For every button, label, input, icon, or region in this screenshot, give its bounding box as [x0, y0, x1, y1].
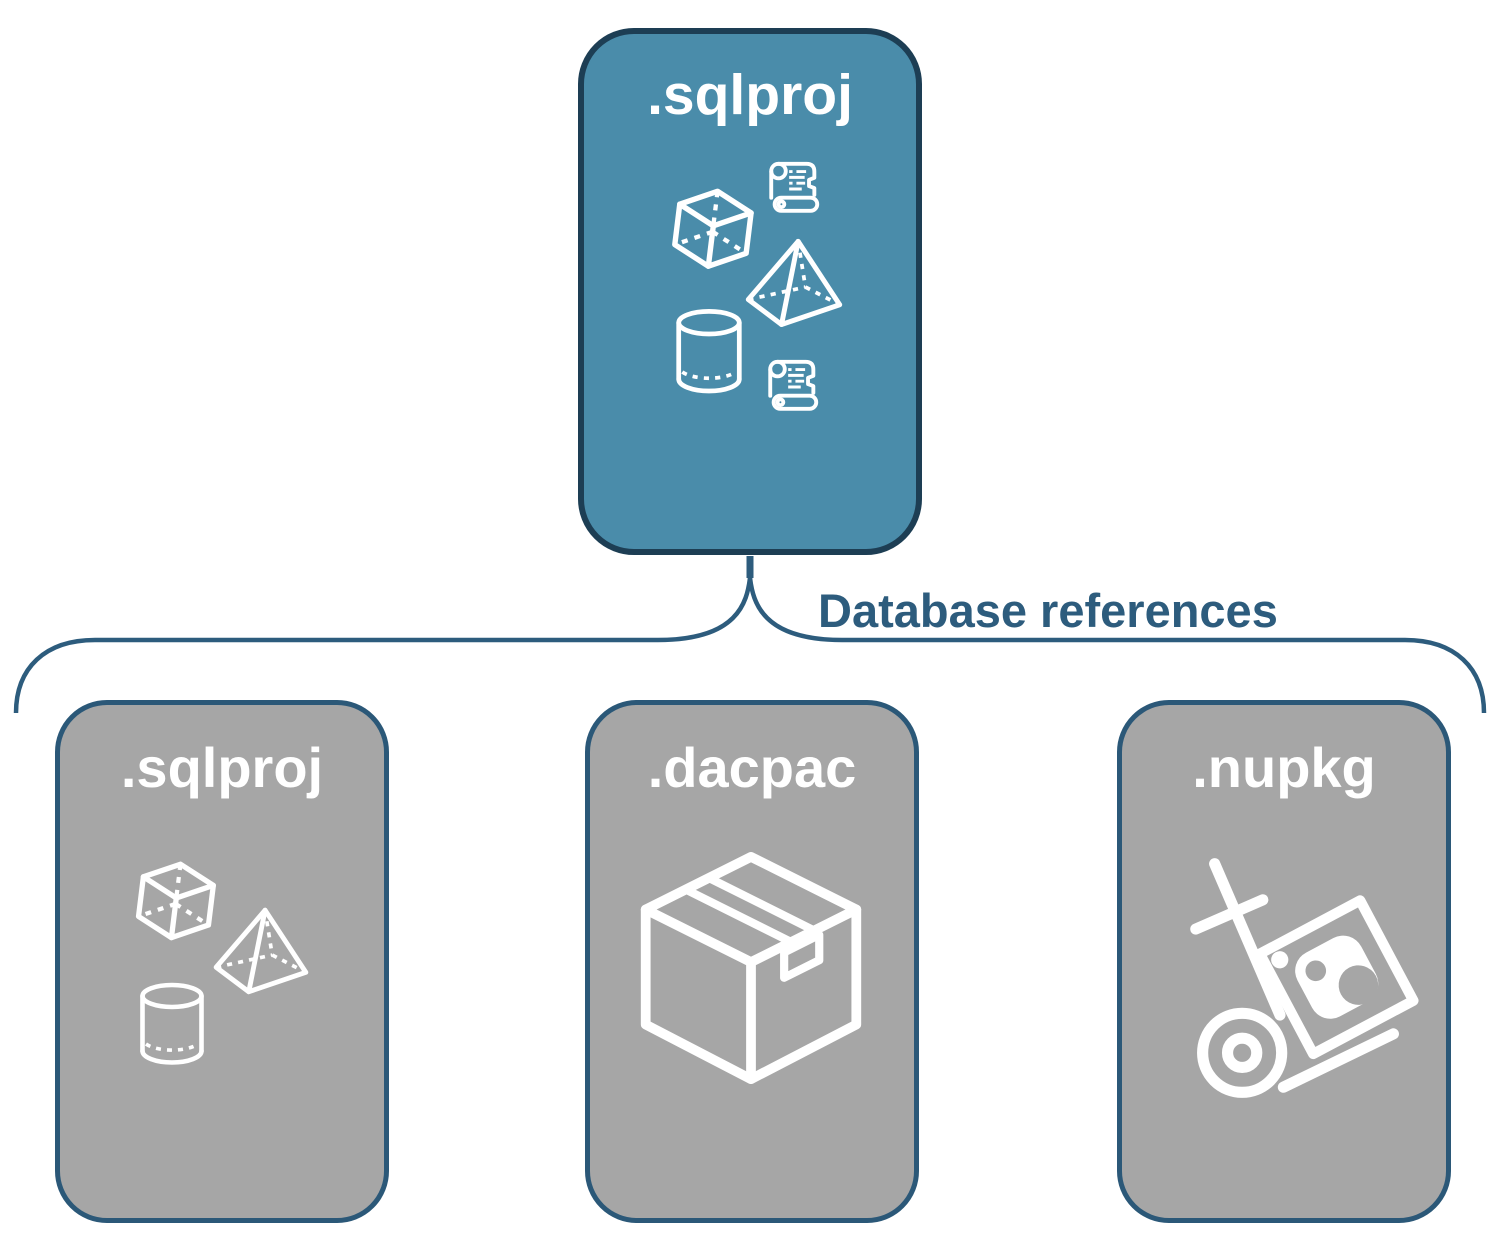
sqlproj-source-card: .sqlproj — [578, 28, 922, 555]
reference-card-title: .nupkg — [1192, 736, 1376, 799]
package-box-icon — [640, 851, 862, 1085]
pyramid-icon — [213, 907, 309, 995]
script-scroll-icon — [768, 359, 819, 411]
database-references-label: Database references — [818, 584, 1278, 637]
nuget-hand-truck-icon — [1190, 858, 1419, 1098]
reference-card-title: .dacpac — [647, 736, 857, 799]
source-card-title: .sqlproj — [647, 63, 853, 127]
script-scroll-icon — [769, 161, 820, 213]
cube-icon — [135, 861, 216, 941]
reference-card-title: .sqlproj — [120, 736, 324, 799]
database-cylinder-icon — [140, 982, 204, 1065]
dacpac-reference-card: .dacpac — [585, 700, 919, 1223]
pyramid-icon — [745, 238, 843, 327]
database-cylinder-icon — [676, 309, 742, 394]
cube-icon — [672, 188, 754, 269]
